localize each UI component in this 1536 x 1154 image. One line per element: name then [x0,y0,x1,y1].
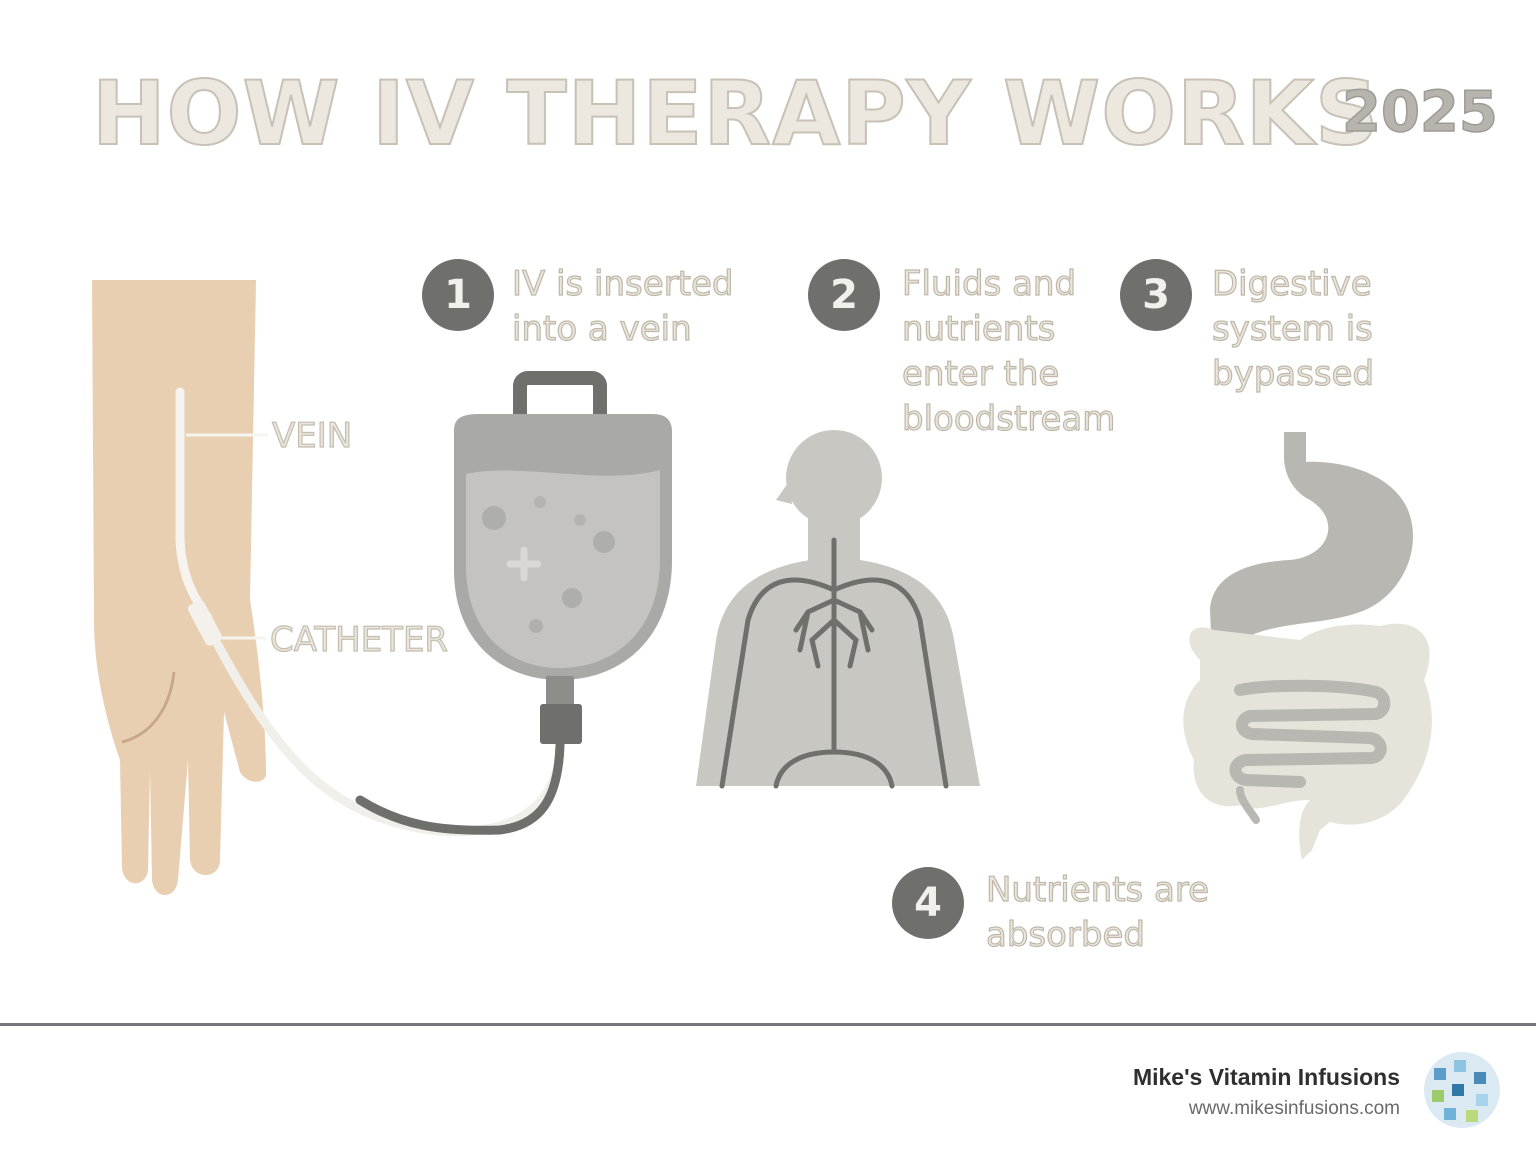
step-2-text: Fluids and nutrients enter the bloodstre… [901,263,1116,439]
step-2-badge: 2 [808,259,880,331]
step-1-text: IV is inserted into a vein [511,263,734,349]
footer-divider [0,1023,1536,1026]
year-label: 2025 [1341,79,1498,146]
step-4-badge: 4 [892,867,964,939]
brand-logo-icon [1424,1052,1500,1128]
human-torso-icon [696,430,980,789]
iv-bag-icon [454,371,672,744]
page-title: HOW IV THERAPY WORKS [91,61,1380,166]
step-1-badge: 1 [422,259,494,331]
digestive-system-icon [1183,432,1432,860]
catheter-tube [175,387,565,836]
step-4-text: Nutrients are absorbed [985,869,1210,955]
step-3-badge: 3 [1120,259,1192,331]
arm-illustration [92,280,267,895]
brand-url[interactable]: www.mikesinfusions.com [1188,1098,1400,1119]
catheter-label: CATHETER [269,619,449,660]
vein-label: VEIN [271,415,353,456]
brand-name: Mike's Vitamin Infusions [1132,1064,1400,1090]
step-3-text: Digestive system is bypassed [1211,263,1375,394]
